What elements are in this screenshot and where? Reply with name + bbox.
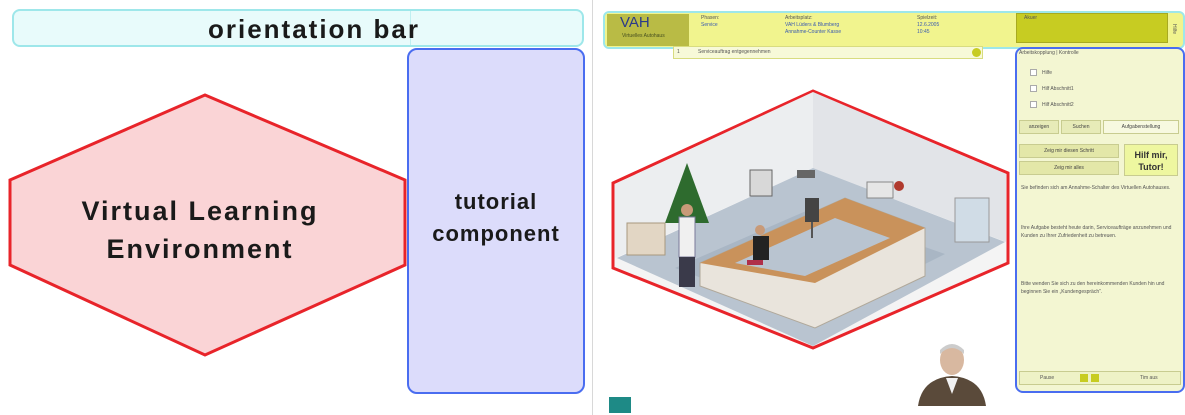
orientation-bar-label: orientation bar — [207, 14, 420, 44]
header-phase-label: Phasen: — [701, 15, 720, 21]
task-number: 1 — [677, 49, 680, 55]
header-phase-value: Service — [701, 22, 718, 28]
vah-logo-text: VAH — [620, 14, 650, 31]
tutorial-paragraph-1: Sie befinden sich am Annahme-Schalter de… — [1021, 185, 1171, 191]
header-time: Spielzeit: 12.6.2005 10:45 — [917, 15, 939, 36]
tutorial-label-line1: tutorial — [454, 189, 538, 214]
tab-aufgabenstellung[interactable]: Aufgabenstellung — [1103, 120, 1179, 134]
vle-label-line2: Environment — [106, 234, 294, 264]
tutorial-label-line2: component — [432, 221, 560, 246]
tutor-avatar[interactable] — [912, 340, 992, 406]
header-time-label: Spielzeit: — [917, 15, 938, 21]
clerk-head — [755, 225, 765, 235]
tab-suchen[interactable]: Suchen — [1061, 120, 1101, 134]
christmas-tree — [665, 163, 709, 223]
customer-legs — [679, 257, 695, 287]
orientation-bar — [12, 9, 584, 47]
tim-aus-button[interactable]: Tim aus — [1140, 375, 1158, 381]
office-scene[interactable] — [605, 58, 1015, 363]
show-step-button[interactable]: Zeig mir diesen Schritt — [1019, 144, 1119, 158]
tutorial-paragraph-2: Ihre Aufgabe besteht heute darin, Servic… — [1021, 225, 1172, 239]
customer-head — [681, 204, 693, 216]
vah-logo — [607, 14, 689, 46]
header-workplace-label: Arbeitsplatz: — [785, 15, 813, 21]
play-icon[interactable] — [1080, 374, 1088, 382]
header-clock-value: 10:45 — [917, 29, 930, 35]
help-tutor-button[interactable]: Hilf mir, Tutor! — [1124, 144, 1178, 176]
window — [954, 197, 990, 243]
user-field-text: Akuer — [1024, 15, 1038, 21]
task-text: Serviceauftrag entgegennehmen — [698, 49, 771, 55]
vle-label: Virtual Learning Environment — [30, 192, 370, 268]
show-all-button[interactable]: Zeig mir alles — [1019, 161, 1119, 175]
header-phase: Phasen: Service — [701, 15, 719, 29]
header-date-value: 12.6.2005 — [917, 22, 940, 28]
checkbox-hilfe-label: Hilfe — [1042, 70, 1053, 76]
printer — [866, 181, 894, 199]
checkbox-hilfe[interactable] — [1030, 69, 1037, 76]
checkbox-abschnitt2[interactable] — [1030, 101, 1037, 108]
checkbox-abschnitt2-label: Hilf Abschnitt2 — [1042, 102, 1074, 108]
pause-button[interactable]: Pause — [1040, 375, 1055, 381]
user-field[interactable] — [1016, 13, 1168, 43]
tutorial-panel — [1015, 47, 1185, 393]
counter-inner — [735, 218, 890, 276]
header-workplace-value-1: VAH Lüders & Blumberg — [785, 22, 840, 28]
tutorial-component-label: tutorial component — [409, 186, 583, 250]
tutorial-footer — [1019, 371, 1181, 385]
app-tray-icon[interactable] — [609, 397, 631, 413]
next-icon[interactable] — [1091, 374, 1099, 382]
vle-label-line1: Virtual Learning — [81, 196, 319, 226]
customer-body — [678, 216, 696, 258]
tutorial-panel-title: Arbeitskopplung | Kontrolle — [1019, 50, 1079, 56]
task-bar — [673, 46, 983, 59]
monitor — [749, 169, 773, 197]
tutorial-component-box — [407, 48, 585, 394]
plant-flower — [894, 181, 904, 191]
hilfe-link[interactable]: Hilfe — [1171, 24, 1177, 35]
section-divider — [592, 0, 593, 415]
header-workplace-value-2: Annahme-Counter Kasse — [785, 29, 842, 35]
vah-logo-subtitle: Virtuelles Autohaus — [622, 33, 665, 39]
tutorial-paragraph-3: Bitte wenden Sie sich zu den hereinkomme… — [1021, 281, 1165, 295]
header-workplace: Arbeitsplatz: VAH Lüders & Blumberg Anna… — [785, 15, 841, 36]
clerk-body — [753, 236, 769, 260]
clerk-papers — [747, 260, 763, 265]
task-status-icon[interactable] — [972, 48, 981, 57]
tab-anzeigen[interactable]: anzeigen — [1019, 120, 1059, 134]
checkbox-abschnitt1-label: Hilf Abschnitt1 — [1042, 86, 1074, 92]
phone — [797, 170, 815, 178]
checkbox-abschnitt1[interactable] — [1030, 85, 1037, 92]
chair — [805, 198, 819, 222]
vle-hexagon — [8, 93, 407, 357]
orientation-bar-divider — [410, 11, 411, 45]
filing-cabinet — [626, 222, 666, 256]
room-left-wall — [615, 92, 813, 258]
